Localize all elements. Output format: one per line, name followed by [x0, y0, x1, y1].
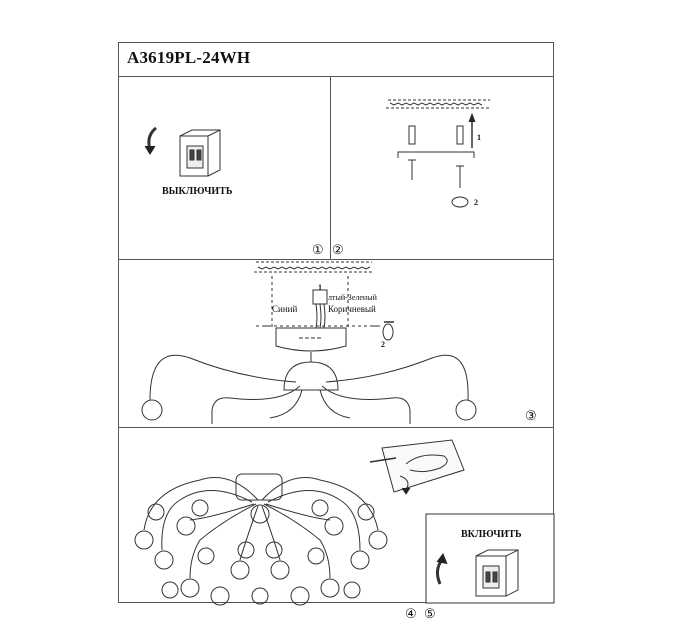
lamp-arms-icon	[141, 354, 477, 424]
ceiling-texture-icon-2	[254, 261, 372, 273]
power-on-label: ВКЛЮЧИТЬ	[461, 529, 522, 540]
wire-yellow-green-label: лтый-Зеленый	[328, 293, 377, 302]
divider-row-3	[118, 427, 554, 428]
rotate-arrow-icon-2	[382, 323, 394, 341]
switch-on-icon	[475, 549, 519, 597]
divider-top	[118, 76, 554, 77]
wall-anchor-icon	[408, 125, 464, 145]
hand-icon	[369, 439, 465, 493]
mounting-bracket-icon	[397, 151, 475, 158]
step-5-marker: ⑤	[424, 606, 436, 621]
divider-row-2	[118, 259, 554, 260]
arrow-2-label: 2	[474, 198, 478, 207]
guide-dash	[271, 276, 349, 330]
terminal-block-icon	[312, 289, 328, 329]
step-1-marker: ①	[312, 242, 324, 257]
dome-icon	[283, 361, 339, 391]
power-off-label: ВЫКЛЮЧИТЬ	[162, 186, 233, 197]
ceiling-texture-icon	[386, 99, 490, 109]
instruction-sheet-frame	[118, 42, 554, 603]
rotate-step-number: 2	[381, 340, 385, 349]
step-2-marker: ②	[332, 242, 344, 257]
canopy-icon	[275, 327, 347, 352]
switch-off-icon	[179, 129, 221, 177]
step-3-marker: ③	[525, 408, 537, 423]
wire-blue-label: Синий	[272, 304, 298, 314]
arrow-1-label: 1	[477, 133, 481, 142]
screw-icon	[408, 159, 464, 188]
step-4-marker: ④	[405, 606, 417, 621]
wire-step-number: 1	[318, 283, 322, 292]
divider-panel-1-2	[330, 76, 331, 259]
product-code-title: A3619PL-24WH	[127, 48, 251, 67]
wire-brown-label: Коричневый	[328, 304, 376, 314]
rotate-arrow-icon	[451, 196, 469, 208]
chandelier-icon	[134, 473, 388, 606]
